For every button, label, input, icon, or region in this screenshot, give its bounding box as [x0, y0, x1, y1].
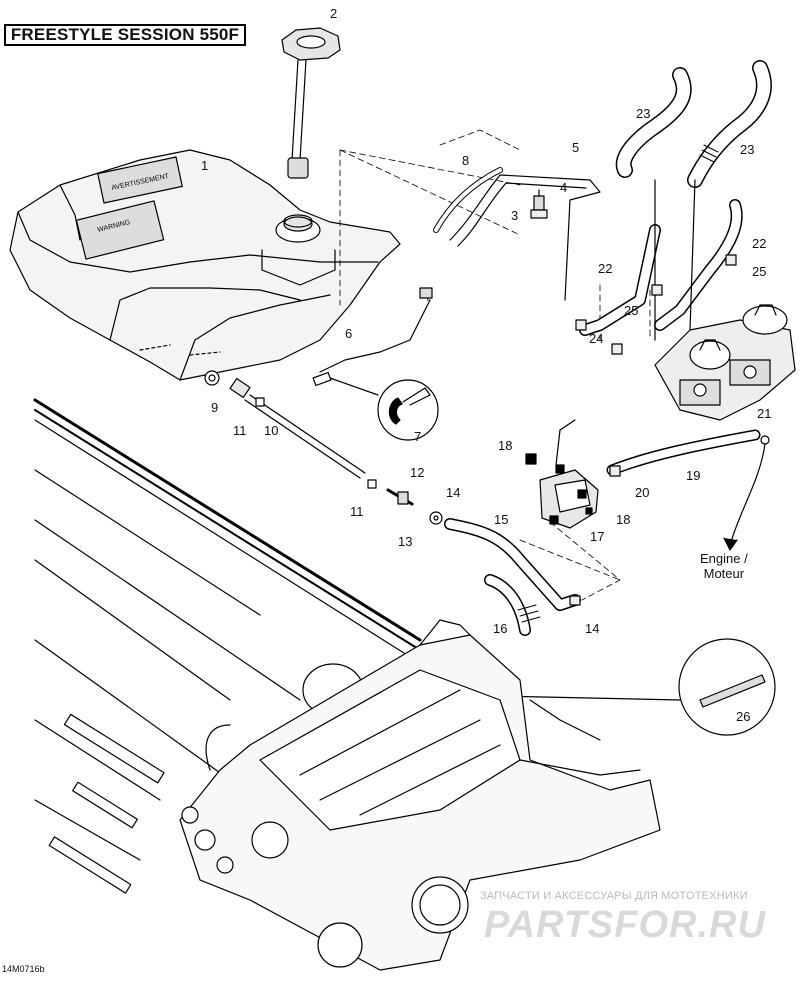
callout-12: 12: [410, 465, 425, 480]
watermark-logo: PARTSFOR.RU: [484, 904, 766, 946]
callout-23a: 23: [636, 106, 651, 121]
engine-label-fr: Moteur: [703, 566, 745, 581]
callout-1: 1: [201, 158, 209, 173]
callout-2: 2: [330, 6, 338, 21]
callout-26: 26: [736, 709, 751, 724]
callout-9: 9: [211, 400, 219, 415]
engine-label-en: Engine /: [700, 551, 748, 566]
callout-22b: 22: [752, 236, 767, 251]
callout-18a: 18: [498, 438, 513, 453]
vent-hose-icon: [575, 60, 772, 355]
fuel-cap-gauge-icon: [281, 27, 341, 179]
callout-3: 3: [511, 208, 519, 223]
callout-20: 20: [635, 485, 650, 500]
sensor-icon: [530, 189, 548, 219]
illustration-code: 14M0716b: [2, 964, 45, 974]
callout-15: 15: [494, 512, 509, 527]
callout-16: 16: [493, 621, 508, 636]
callout-13: 13: [398, 534, 413, 549]
fuel-line-10-icon: [229, 377, 443, 525]
callout-23b: 23: [740, 142, 755, 157]
chassis-frame-icon: [33, 398, 661, 971]
clip-detail-icon: [312, 371, 439, 441]
carburetor-icon: [654, 304, 796, 421]
callout-14b: 14: [585, 621, 600, 636]
fuel-pump-icon: [525, 419, 599, 529]
callout-25b: 25: [752, 264, 767, 279]
engine-label: Engine / Moteur: [700, 551, 748, 581]
callout-19: 19: [686, 468, 701, 483]
callout-4: 4: [560, 180, 568, 195]
callout-11b: 11: [350, 504, 364, 519]
callout-22a: 22: [598, 261, 613, 276]
watermark-text: ЗАПЧАСТИ И АКСЕССУАРЫ ДЛЯ МОТОТЕХНИКИ: [480, 890, 748, 902]
model-title: FREESTYLE SESSION 550F: [4, 24, 246, 46]
callout-5: 5: [572, 140, 580, 155]
callout-14a: 14: [446, 485, 461, 500]
callout-21: 21: [757, 406, 772, 421]
callout-25a: 25: [624, 303, 639, 318]
callout-8: 8: [462, 153, 470, 168]
callout-6: 6: [345, 326, 353, 341]
callout-11a: 11: [233, 423, 247, 438]
callout-10: 10: [264, 423, 279, 438]
hose-19-icon: [606, 429, 770, 551]
hose-15-16-icon: [444, 518, 581, 636]
callout-17: 17: [590, 529, 605, 544]
callout-24: 24: [589, 331, 604, 346]
callout-7: 7: [414, 429, 422, 444]
callout-18b: 18: [616, 512, 631, 527]
fuel-line-icon: [319, 167, 601, 373]
fuel-tank-icon: AVERTISSEMENT WARNING: [9, 149, 401, 386]
